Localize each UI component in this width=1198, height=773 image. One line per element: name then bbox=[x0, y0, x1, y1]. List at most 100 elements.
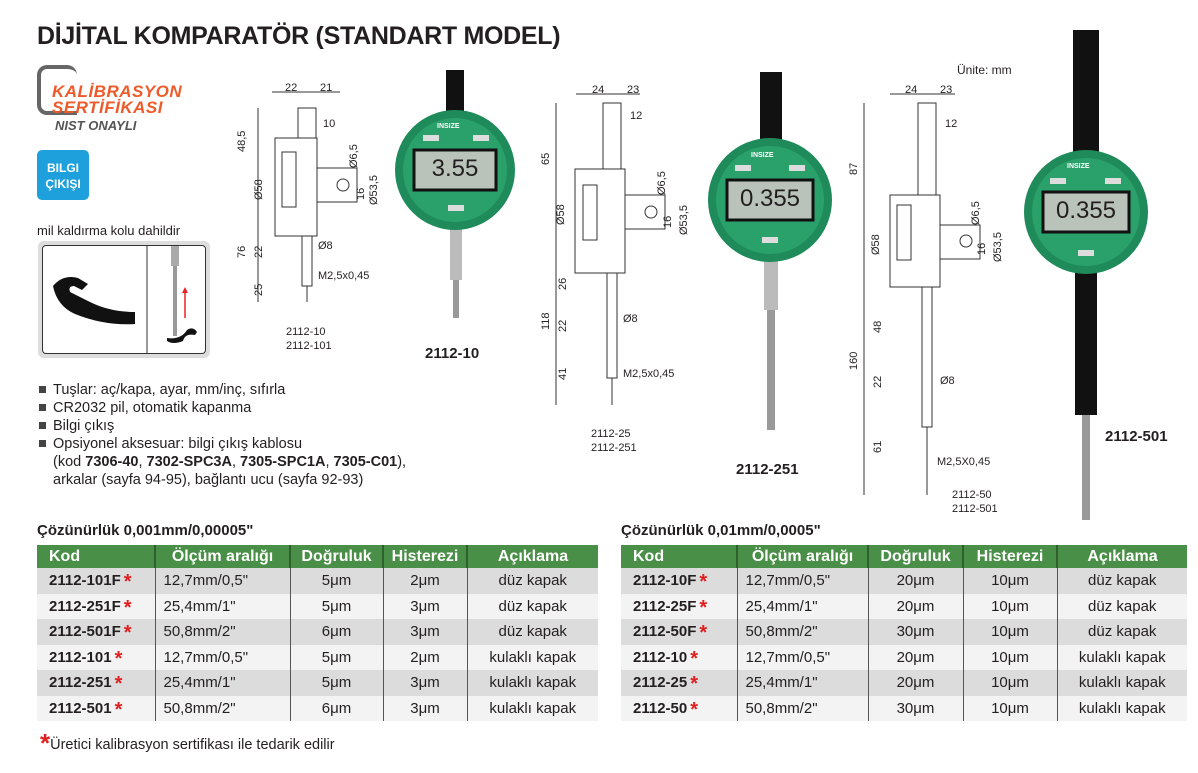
cell-text: 5μm bbox=[321, 597, 352, 615]
cell-text: düz kapak bbox=[498, 572, 567, 590]
table-cell: 20μm bbox=[867, 644, 963, 670]
asterisk-mark: * bbox=[123, 622, 132, 645]
feature-item: Tuşlar: aç/kapa, ayar, mm/inç, sıfırla bbox=[37, 381, 406, 399]
asterisk-mark: * bbox=[690, 698, 699, 721]
cell-text: 2112-251F bbox=[49, 597, 121, 615]
table-cell: 12,7mm/0,5" bbox=[736, 644, 868, 670]
cell-text: düz kapak bbox=[498, 597, 567, 615]
asterisk-mark: * bbox=[123, 596, 132, 619]
cell-text: 2112-50F bbox=[633, 623, 697, 641]
table-cell: 3μm bbox=[382, 619, 467, 645]
column-header: Histerezi bbox=[962, 545, 1057, 568]
feature-item-continued: (kod 7306-40, 7302-SPC3A, 7305-SPC1A, 73… bbox=[53, 454, 407, 470]
cell-text: kulaklı kapak bbox=[1078, 648, 1166, 666]
table-cell: 25,4mm/1" bbox=[736, 593, 868, 619]
table-cell: 3μm bbox=[382, 695, 467, 721]
table-cell: düz kapak bbox=[466, 568, 598, 594]
column-header: Kod bbox=[37, 545, 155, 568]
feature-list: Tuşlar: aç/kapa, ayar, mm/inç, sıfırla C… bbox=[37, 381, 406, 489]
table-cell: düz kapak bbox=[1056, 568, 1187, 594]
column-header: Histerezi bbox=[382, 545, 467, 568]
cell-text: 10μm bbox=[991, 597, 1029, 615]
model-label: 2112-251 bbox=[736, 461, 799, 478]
asterisk-mark: * bbox=[699, 622, 708, 645]
cell-text: 20μm bbox=[896, 597, 935, 615]
table-cell: 12,7mm/0,5" bbox=[154, 568, 290, 594]
lever-caption: mil kaldırma kolu dahildir bbox=[37, 223, 181, 238]
table-cell: 2112-101F* bbox=[37, 568, 155, 594]
cell-text: 6μm bbox=[321, 699, 352, 717]
cell-text: 10μm bbox=[991, 648, 1029, 666]
gauge-photo-2112-251 bbox=[708, 72, 832, 430]
table-cell: 10μm bbox=[962, 593, 1057, 619]
lcd-display: 0.355 bbox=[739, 185, 801, 212]
cell-text: 2μm bbox=[410, 572, 440, 590]
table-cell: 10μm bbox=[962, 619, 1057, 645]
table-caption: Çözünürlük 0,001mm/0,00005" bbox=[37, 522, 254, 539]
cell-text: 20μm bbox=[896, 674, 935, 692]
cell-text: 12,7mm/0,5" bbox=[745, 648, 831, 666]
table-cell: 5μm bbox=[289, 670, 383, 696]
column-header: Açıklama bbox=[1056, 545, 1187, 568]
cell-text: 50,8mm/2" bbox=[745, 623, 818, 641]
asterisk-mark: * bbox=[114, 647, 123, 670]
cell-text: 10μm bbox=[991, 674, 1029, 692]
table-cell: 12,7mm/0,5" bbox=[154, 644, 290, 670]
cell-text: 2112-10F bbox=[633, 572, 697, 590]
table-cell: 2112-251F* bbox=[37, 593, 155, 619]
table-cell: 2112-25F* bbox=[621, 593, 737, 619]
model-label: 2112-501 bbox=[1105, 428, 1168, 445]
cell-text: 2μm bbox=[410, 648, 440, 666]
gauge-photo-2112-501 bbox=[1024, 30, 1148, 520]
cell-text: 50,8mm/2" bbox=[163, 623, 236, 641]
table-cell: 25,4mm/1" bbox=[736, 670, 868, 696]
cell-text: kulaklı kapak bbox=[1078, 674, 1166, 692]
cell-text: 20μm bbox=[896, 648, 935, 666]
table-row: 2112-25F* 25,4mm/1" 20μm 10μm düz kapak bbox=[621, 593, 1187, 619]
table-cell: 5μm bbox=[289, 568, 383, 594]
asterisk-mark: * bbox=[699, 596, 708, 619]
cell-text: düz kapak bbox=[1088, 597, 1157, 615]
asterisk-mark: * bbox=[690, 647, 699, 670]
cell-text: 5μm bbox=[321, 572, 352, 590]
table-caption: Çözünürlük 0,01mm/0,0005" bbox=[621, 522, 821, 539]
cell-text: kulaklı kapak bbox=[489, 674, 577, 692]
table-cell: 50,8mm/2" bbox=[736, 619, 868, 645]
asterisk-mark: * bbox=[699, 571, 708, 594]
table-cell: 20μm bbox=[867, 568, 963, 594]
cell-text: 3μm bbox=[410, 623, 440, 641]
table-cell: 30μm bbox=[867, 695, 963, 721]
cell-text: 25,4mm/1" bbox=[745, 597, 818, 615]
cell-text: 2112-50 bbox=[633, 699, 688, 717]
cell-text: 3μm bbox=[410, 597, 440, 615]
table-cell: kulaklı kapak bbox=[1056, 644, 1187, 670]
column-header: Doğruluk bbox=[867, 545, 963, 568]
table-cell: düz kapak bbox=[1056, 593, 1187, 619]
brand-logo: INSIZE bbox=[751, 152, 774, 159]
table-row: 2112-101F*12,7mm/0,5" 5μm 2μm düz kapak bbox=[37, 568, 598, 594]
nist-label: NIST ONAYLI bbox=[55, 118, 137, 133]
table-cell: kulaklı kapak bbox=[466, 695, 598, 721]
technical-drawings bbox=[257, 30, 1148, 520]
table-cell: düz kapak bbox=[1056, 619, 1187, 645]
column-header: Açıklama bbox=[466, 545, 598, 568]
table-cell: düz kapak bbox=[466, 619, 598, 645]
table-cell: 50,8mm/2" bbox=[736, 695, 868, 721]
table-cell: kulaklı kapak bbox=[466, 644, 598, 670]
cell-text: 50,8mm/2" bbox=[745, 699, 818, 717]
cell-text: düz kapak bbox=[498, 623, 567, 641]
column-header: Doğruluk bbox=[289, 545, 383, 568]
cell-text: 2112-501F bbox=[49, 623, 121, 641]
brand-logo: INSIZE bbox=[1067, 163, 1090, 170]
